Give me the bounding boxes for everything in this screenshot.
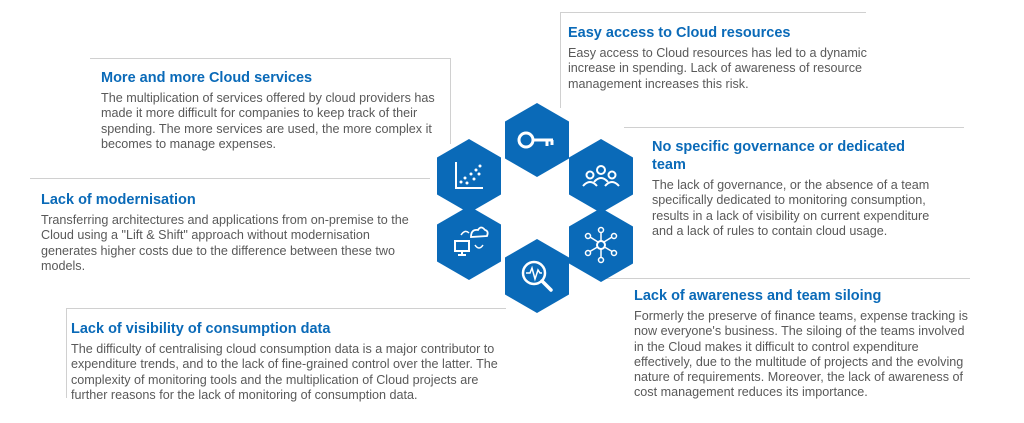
cloud-sync-icon xyxy=(437,206,501,280)
key-icon xyxy=(505,103,569,177)
connector-rule xyxy=(624,127,964,128)
connector-rule xyxy=(600,278,970,279)
block-text: Easy access to Cloud resources has led t… xyxy=(568,46,867,91)
block-title: Lack of awareness and team siloing xyxy=(634,288,882,304)
scatter-chart-icon xyxy=(437,139,501,213)
block-visibility: Lack of visibility of consumption data T… xyxy=(71,320,511,403)
connector-rule xyxy=(66,308,506,309)
connector-rule xyxy=(90,58,450,59)
team-icon xyxy=(569,139,633,213)
connector-rule xyxy=(450,58,451,144)
block-easy-access: Easy access to Cloud resources Easy acce… xyxy=(568,24,888,92)
block-title: Lack of visibility of consumption data xyxy=(71,321,331,337)
block-governance: No specific governance or dedicated team… xyxy=(652,138,942,239)
block-modernisation: Lack of modernisation Transferring archi… xyxy=(41,191,421,274)
block-title: Easy access to Cloud resources xyxy=(568,25,791,41)
connector-rule xyxy=(66,308,67,398)
block-more-services: More and more Cloud services The multipl… xyxy=(101,69,444,152)
connector-rule xyxy=(560,12,866,13)
block-title: No specific governance or dedicated team xyxy=(652,139,906,173)
monitoring-search-icon xyxy=(505,239,569,313)
block-text: The multiplication of services offered b… xyxy=(101,91,435,151)
block-title: Lack of modernisation xyxy=(41,192,196,208)
block-text: The difficulty of centralising cloud con… xyxy=(71,342,498,402)
connector-rule xyxy=(560,12,561,108)
block-text: The lack of governance, or the absence o… xyxy=(652,178,930,238)
connector-rule xyxy=(30,178,430,179)
block-awareness: Lack of awareness and team siloing Forme… xyxy=(634,287,969,401)
block-text: Formerly the preserve of finance teams, … xyxy=(634,309,968,400)
block-title: More and more Cloud services xyxy=(101,70,313,86)
network-icon xyxy=(569,208,633,282)
block-text: Transferring architectures and applicati… xyxy=(41,213,409,273)
